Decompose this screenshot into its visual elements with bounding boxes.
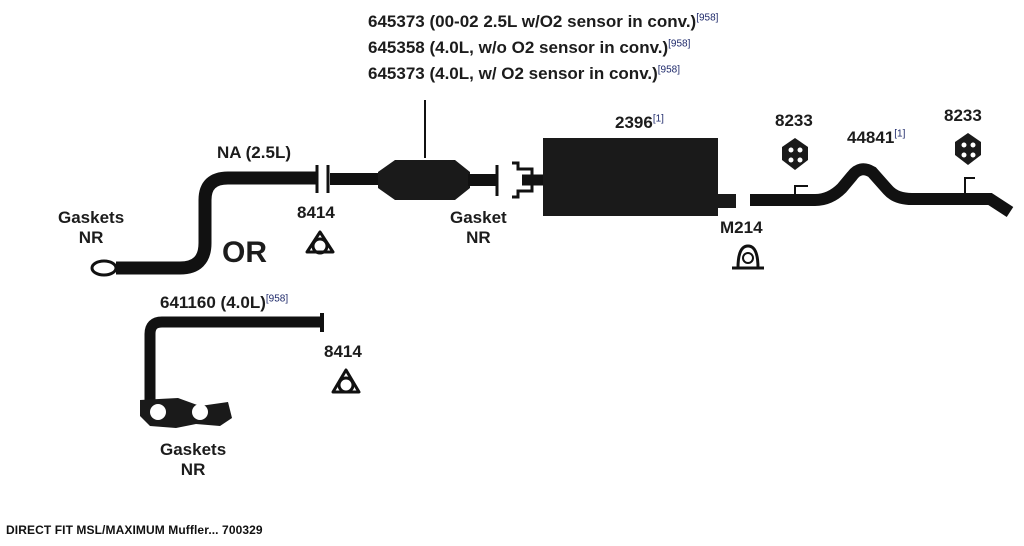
manifold-gaskets: [140, 398, 232, 428]
tailpipe-label: 44841[1]: [847, 128, 906, 147]
gasket-8414-bottom: [331, 368, 361, 394]
pipe-4-0l-label: 641160 (4.0L)[958]: [160, 293, 289, 312]
front-pipe-inlet: [90, 259, 118, 277]
diagram-caption: DIRECT FIT MSL/MAXIMUM Muffler... 700329: [6, 523, 263, 537]
gaskets-left-label: Gaskets NR: [58, 208, 125, 247]
hanger-left-label: 8233: [775, 111, 813, 130]
gasket-8414-top: [305, 230, 335, 255]
clamp-m214: [732, 244, 764, 270]
hanger-right-label: 8233: [944, 106, 982, 125]
gasket-8414-top-label: 8414: [297, 203, 335, 222]
tailpipe: [750, 163, 1014, 218]
pipe-4-0l: [144, 316, 320, 405]
catalytic-converter: [378, 160, 470, 200]
or-label: OR: [222, 236, 267, 269]
front-pipe-2-5l: [128, 171, 316, 275]
gasket-8414-bottom-label: 8414: [324, 342, 362, 361]
converter-label-1: 645373 (00-02 2.5L w/O2 sensor in conv.)…: [368, 12, 719, 31]
muffler-label: 2396[1]: [615, 113, 664, 132]
converter-label-3: 645373 (4.0L, w/ O2 sensor in conv.)[958…: [368, 64, 681, 83]
converter-label-2: 645358 (4.0L, w/o O2 sensor in conv.)[95…: [368, 38, 691, 57]
gaskets-bottom-label: Gaskets NR: [160, 440, 227, 479]
na-pipe-label: NA (2.5L): [217, 143, 291, 162]
hanger-8233-right: [955, 133, 981, 165]
muffler: [543, 138, 718, 216]
gasket-middle-label: Gasket NR: [450, 208, 507, 247]
clamp-label: M214: [720, 218, 763, 237]
hanger-8233-left: [782, 138, 808, 170]
